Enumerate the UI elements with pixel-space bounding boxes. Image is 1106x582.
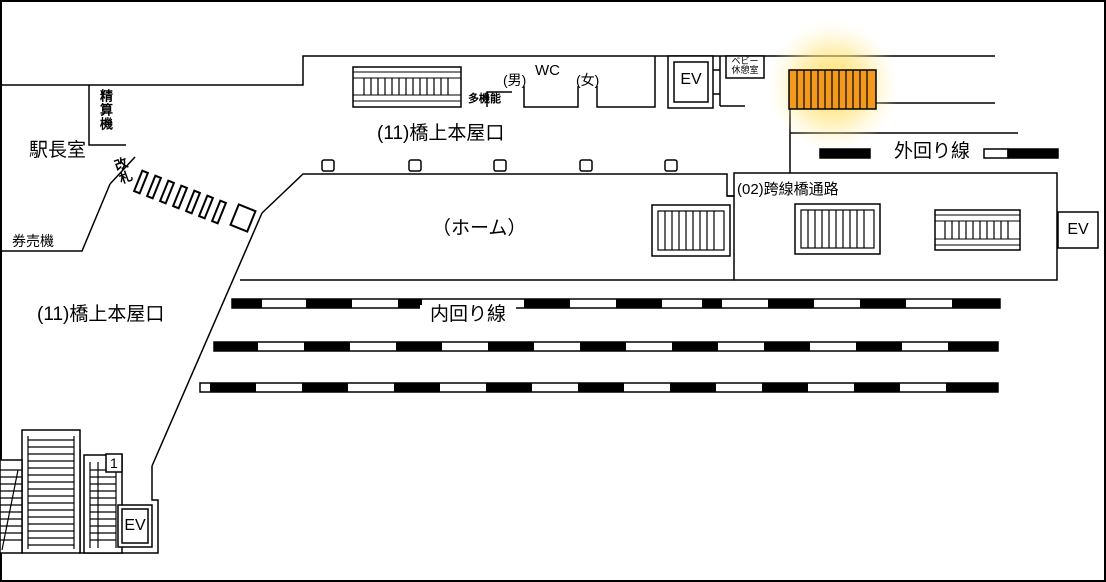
concourse-wall — [0, 55, 995, 86]
badge-box — [105, 453, 123, 473]
bridge-label: (02)跨線橋通路 — [737, 181, 839, 198]
elevator-icon — [1057, 211, 1099, 249]
stairs-icon — [651, 204, 731, 257]
gate-wall-right — [109, 156, 136, 185]
elevator-icon — [117, 504, 153, 548]
wc-label: WC — [535, 62, 560, 79]
escalator-icon — [934, 209, 1021, 251]
track-2 — [213, 341, 999, 352]
fare-machine-box — [88, 85, 126, 146]
escalator-icon — [352, 66, 462, 108]
elevator-label-bottom: EV — [124, 517, 146, 534]
outer-line-label: 外回り線 — [884, 142, 981, 161]
wc-women-label: (女) — [576, 72, 600, 88]
ticket-gate-icon — [132, 169, 257, 233]
stairs-icon — [794, 203, 881, 255]
fare-adjust-label: 精算機 — [98, 89, 113, 131]
exit-label-left: (11)橋上本屋口 — [37, 304, 165, 325]
outer-line-track — [819, 148, 1059, 159]
baby-room-label-line2: 休憩室 — [731, 65, 759, 75]
badge-label: 1 — [110, 455, 118, 471]
elevator-label-top: EV — [680, 71, 702, 88]
wc-men-label: (男) — [503, 72, 527, 88]
multipurpose-toilet-label: 多機能 — [468, 93, 501, 105]
bridge-outline — [727, 172, 1058, 281]
elevator-label-right: EV — [1067, 221, 1089, 238]
baby-room-label-line1: ベビー — [731, 56, 759, 66]
stairs-icon — [21, 429, 81, 554]
stairs-icon — [788, 69, 877, 110]
exit-label-platform: (11)橋上本屋口 — [377, 123, 505, 144]
bench-icon — [321, 159, 678, 172]
wc-area — [486, 56, 656, 108]
gate-wall-left — [0, 183, 111, 252]
inner-line-label: 内回り線 — [420, 305, 517, 324]
ticket-machine-label: 券売機 — [12, 233, 54, 249]
home-label: （ホーム） — [432, 218, 527, 239]
escalator-icon — [0, 459, 23, 554]
baby-room-label: ベビー 休憩室 — [727, 57, 763, 75]
track-3 — [199, 382, 999, 393]
inner-line-track-1 — [231, 298, 1001, 309]
platform-ramp-edge — [151, 212, 263, 467]
baby-room-box — [725, 55, 765, 79]
elevator-icon — [667, 55, 720, 109]
station-master-label: 駅長室 — [29, 140, 87, 161]
